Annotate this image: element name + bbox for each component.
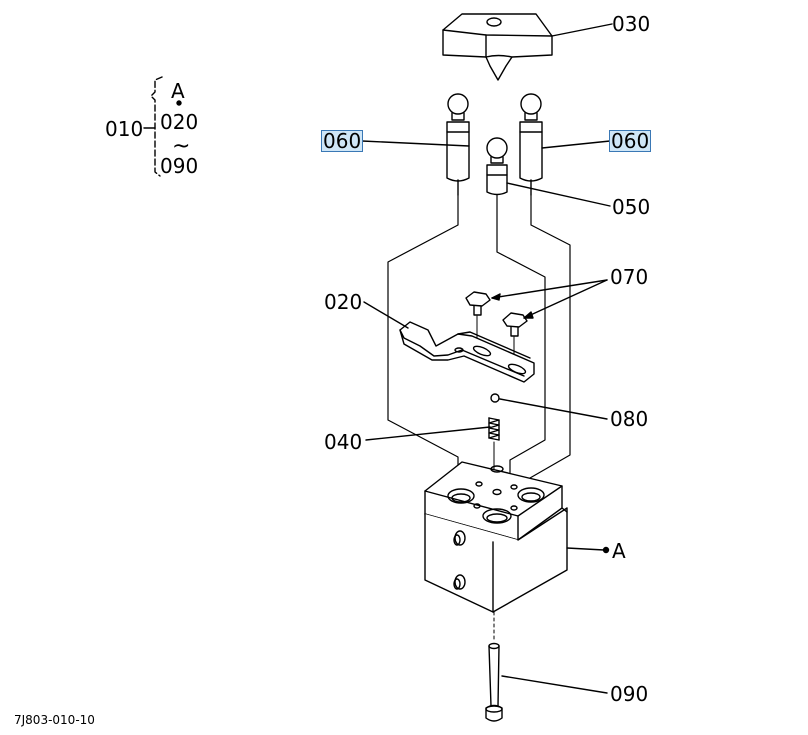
callout-060-right[interactable]: 060 <box>608 129 652 153</box>
part-090-bolt <box>485 611 503 722</box>
leader-080 <box>499 398 608 420</box>
leader-050 <box>506 182 611 207</box>
diagram-code: 7J803-010-10 <box>14 713 95 727</box>
callout-060-left[interactable]: 060 <box>320 129 364 153</box>
leader-020 <box>363 301 409 329</box>
legend-start-no: 020 <box>160 110 199 134</box>
part-080-ball <box>490 393 500 403</box>
part-020-bracket <box>399 321 535 383</box>
part-050-center-pin <box>486 137 508 196</box>
legend-tilde: ~ <box>172 134 191 159</box>
leader-090 <box>501 675 608 694</box>
assembly-guide-lines <box>387 194 571 481</box>
callout-080[interactable]: 080 <box>610 407 649 431</box>
leader-040 <box>365 426 491 441</box>
callout-030[interactable]: 030 <box>612 12 651 36</box>
leader-030 <box>551 23 613 37</box>
callout-090[interactable]: 090 <box>610 682 649 706</box>
leader-A <box>566 546 610 554</box>
part-070-screw-1 <box>465 291 491 361</box>
legend-end-no: 090 <box>160 154 199 178</box>
legend-from-label: A <box>171 79 185 103</box>
leader-070 <box>491 279 608 319</box>
callout-040[interactable]: 040 <box>324 430 363 454</box>
leader-060-right <box>541 140 611 149</box>
callout-050[interactable]: 050 <box>612 195 651 219</box>
legend-assembly-no: 010 <box>105 117 144 141</box>
part-A-valve-body <box>424 461 568 613</box>
part-060-right-pin <box>519 93 543 196</box>
assembly-bracket <box>143 76 182 177</box>
part-060-left-pin <box>446 93 470 196</box>
callout-070[interactable]: 070 <box>610 265 649 289</box>
part-030-cap <box>442 13 553 81</box>
callout-A[interactable]: A <box>612 539 626 563</box>
callout-020[interactable]: 020 <box>324 290 363 314</box>
leader-060-left <box>361 140 470 147</box>
part-040-spring <box>488 417 500 471</box>
